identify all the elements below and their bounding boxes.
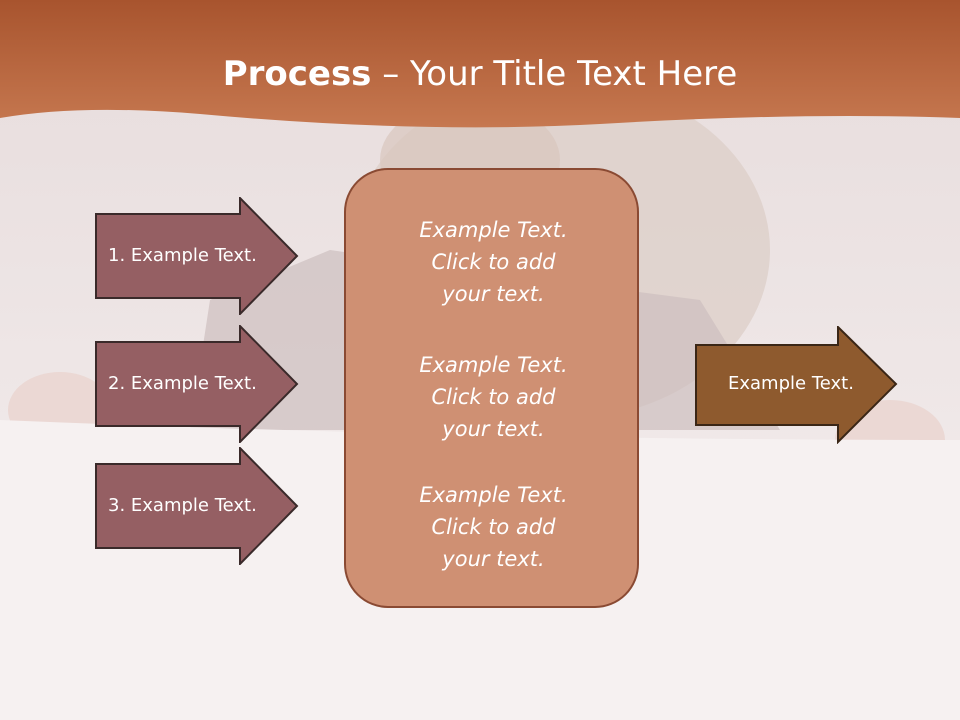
paragraph-line: your text. [442, 417, 545, 441]
step-arrow-2[interactable]: 2. Example Text. [95, 325, 300, 443]
title-bold: Process [222, 54, 372, 94]
step-arrow-3[interactable]: 3. Example Text. [95, 447, 300, 565]
paragraph-line: your text. [442, 547, 545, 571]
paragraph-line: Click to add [431, 385, 556, 409]
center-paragraph-1: Example Text. Click to add your text. [346, 214, 641, 310]
center-text-box[interactable]: Example Text. Click to add your text. Ex… [344, 168, 639, 608]
center-paragraph-2: Example Text. Click to add your text. [346, 349, 641, 445]
page-title: Process – Your Title Text Here [0, 52, 960, 96]
paragraph-line: Example Text. [419, 218, 568, 242]
paragraph-line: your text. [442, 282, 545, 306]
paragraph-line: Click to add [431, 515, 556, 539]
paragraph-line: Click to add [431, 250, 556, 274]
result-arrow[interactable]: Example Text. [695, 326, 900, 444]
title-rest: – Your Title Text Here [371, 54, 738, 94]
result-arrow-label: Example Text. [728, 373, 854, 394]
paragraph-line: Example Text. [419, 483, 568, 507]
step-arrow-label: 3. Example Text. [108, 495, 257, 516]
step-arrow-label: 1. Example Text. [108, 245, 257, 266]
center-paragraph-3: Example Text. Click to add your text. [346, 479, 641, 575]
step-arrow-1[interactable]: 1. Example Text. [95, 197, 300, 315]
paragraph-line: Example Text. [419, 353, 568, 377]
step-arrow-label: 2. Example Text. [108, 373, 257, 394]
